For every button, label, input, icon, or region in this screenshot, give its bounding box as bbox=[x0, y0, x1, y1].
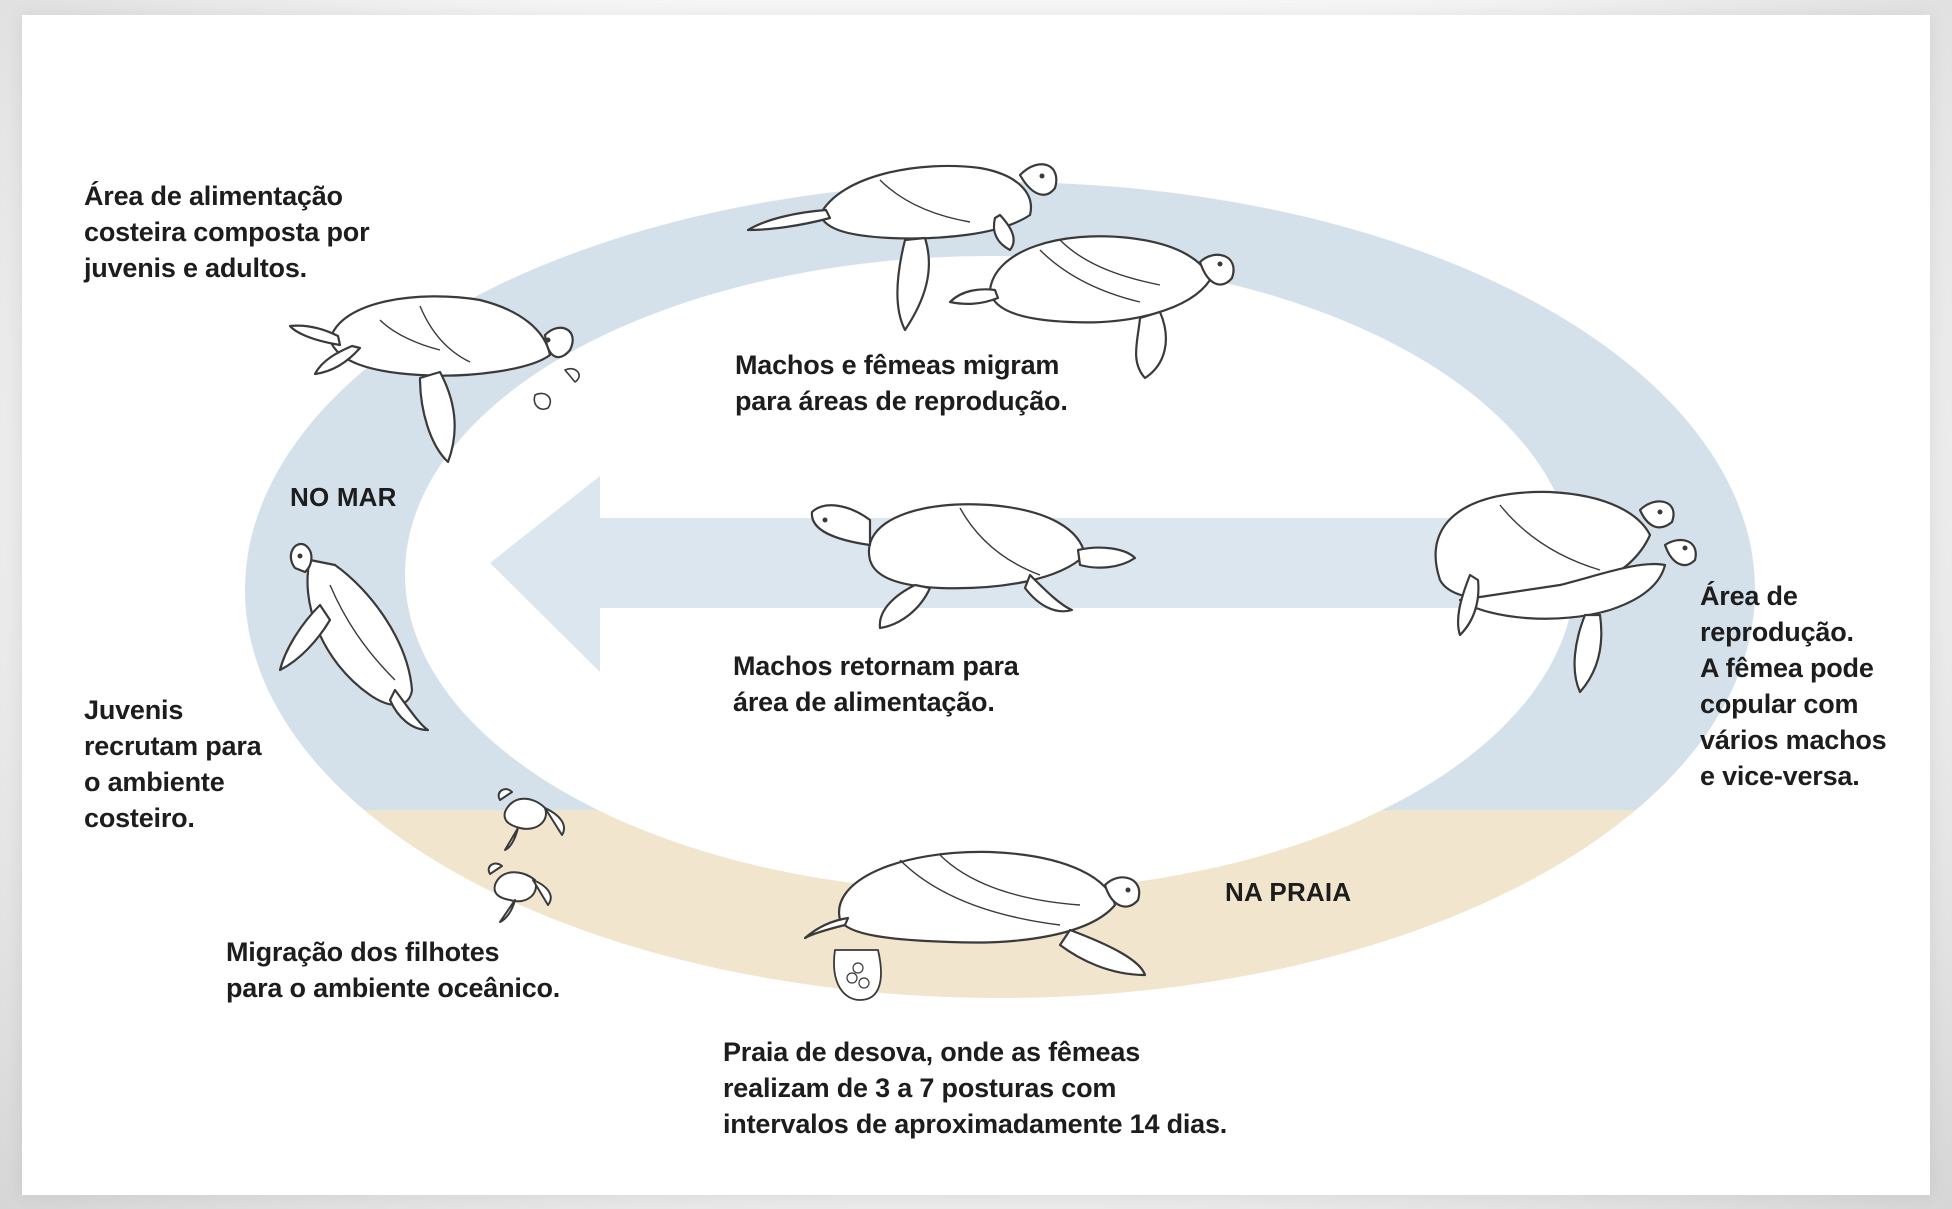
returning-male-turtle-icon bbox=[810, 503, 1137, 630]
migrating-male-turtle-icon bbox=[746, 163, 1058, 332]
migrate-to-breeding-label: Machos e fêmeas migram para áreas de rep… bbox=[735, 350, 1068, 416]
sea-zone bbox=[245, 182, 1755, 810]
breeding-area-label: Área de reprodução. A fêmea pode copular… bbox=[1700, 581, 1887, 791]
nesting-beach-label: Praia de desova, onde as fêmeas realizam… bbox=[723, 1037, 1228, 1139]
juveniles-recruit-label: Juvenis recrutam para o ambiente costeir… bbox=[84, 695, 262, 833]
sea-zone-label: NO MAR bbox=[290, 482, 397, 512]
males-return-label: Machos retornam para área de alimentação… bbox=[733, 651, 1019, 717]
mating-turtles-icon bbox=[1434, 490, 1697, 694]
hatchling-migration-label: Migração dos filhotes para o ambiente oc… bbox=[226, 937, 561, 1003]
hatchlings-icon bbox=[487, 788, 565, 923]
feeding-area-label: Área de alimentação costeira composta po… bbox=[84, 181, 370, 283]
migrating-female-turtle-icon bbox=[948, 235, 1235, 380]
juvenile-turtle-icon bbox=[278, 542, 430, 732]
beach-zone-label: NA PRAIA bbox=[1225, 877, 1352, 907]
feeding-turtle-icon bbox=[288, 295, 580, 464]
nesting-female-turtle-icon bbox=[803, 850, 1147, 1001]
